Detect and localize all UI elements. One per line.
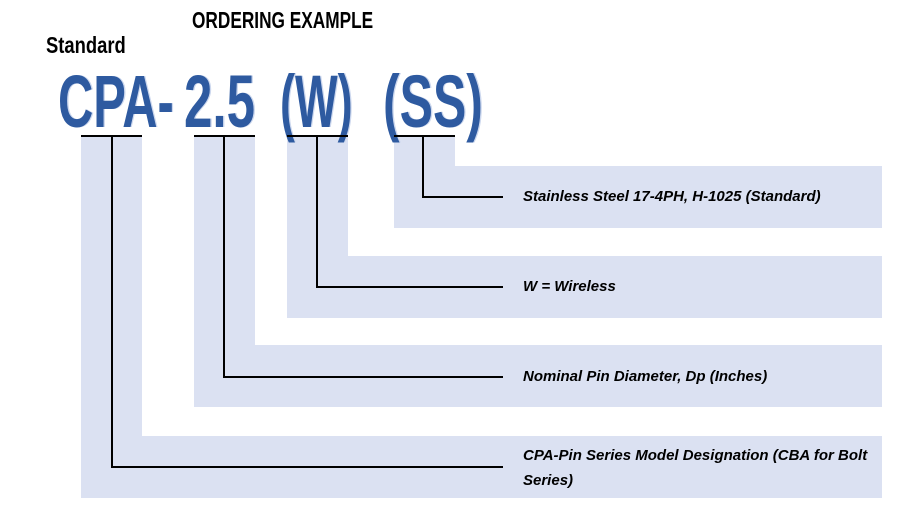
callout-label-wireless: W = Wireless	[523, 278, 616, 295]
standard-label: Standard	[46, 32, 126, 58]
callout-vline-cpa	[111, 135, 113, 468]
model-segment-cpa: CPA-	[58, 60, 174, 143]
callout-hline-diameter	[223, 376, 503, 378]
callout-hline-material	[422, 196, 503, 198]
callout-vline-wireless	[316, 135, 318, 288]
callout-label-material: Stainless Steel 17-4PH, H-1025 (Standard…	[523, 188, 821, 205]
callout-tick-material	[394, 135, 455, 137]
callout-label-series: CPA-Pin Series Model Designation (CBA fo…	[523, 447, 868, 489]
model-segment-wireless: (W)	[280, 60, 353, 143]
model-segment-diameter: 2.5	[184, 60, 255, 143]
model-segment-material: (SS)	[383, 60, 483, 143]
callout-hline-wireless	[316, 286, 503, 288]
callout-hline-cpa	[111, 466, 503, 468]
callout-vline-material	[422, 135, 424, 198]
callout-label-diameter: Nominal Pin Diameter, Dp (Inches)	[523, 368, 768, 385]
callout-vline-diameter	[223, 135, 225, 378]
page-title: ORDERING EXAMPLE	[192, 7, 374, 33]
